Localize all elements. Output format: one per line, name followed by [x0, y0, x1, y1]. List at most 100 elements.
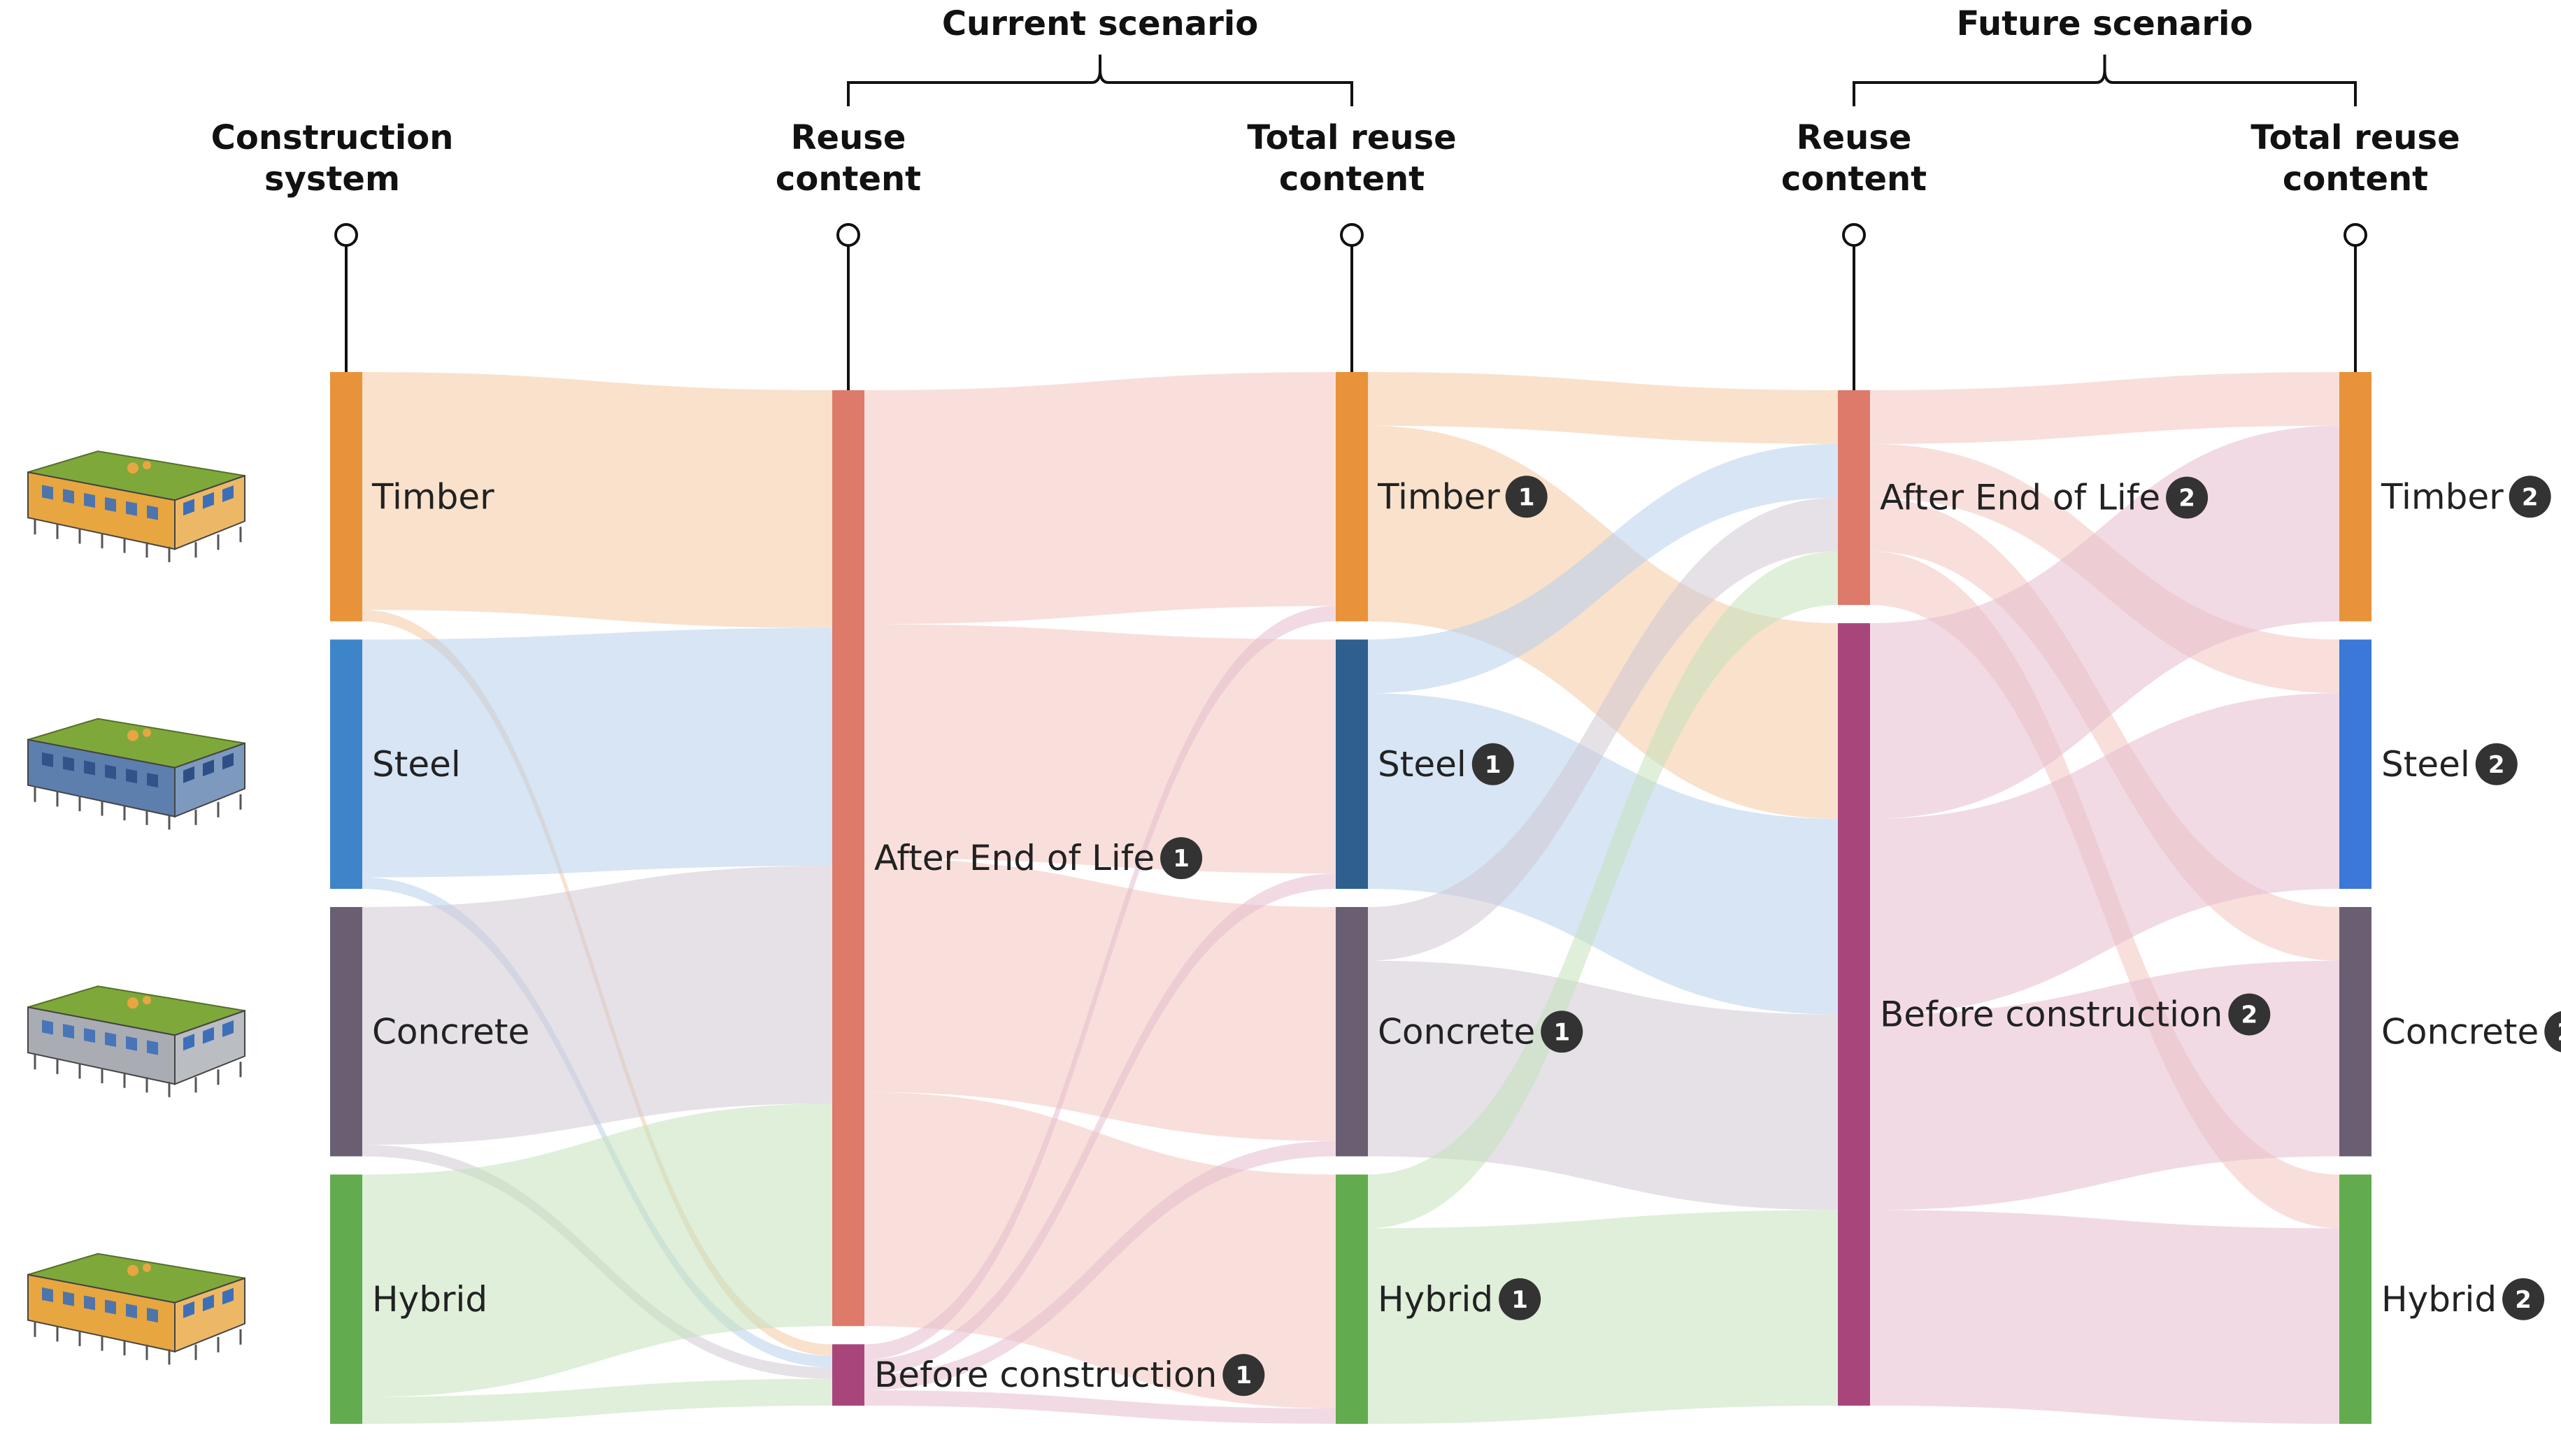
link-rc2_before-to-tr2_timber [1870, 425, 2339, 819]
link-cs_hybrid-to-rc1_before [362, 1378, 832, 1424]
badge-text-tr2_concrete: 2 [2557, 1018, 2561, 1046]
badge-text-tr2_steel: 2 [2488, 751, 2505, 779]
node-tr1_hybrid [1336, 1174, 1368, 1424]
link-tr1_concrete-to-rc2_after [1368, 497, 1838, 961]
axis-handle-tr2 [2344, 223, 2367, 247]
building-icon-concrete [27, 985, 245, 1097]
axis-handle-tr1 [1340, 223, 1364, 247]
node-rc2_after [1838, 390, 1870, 606]
link-rc2_before-to-tr2_concrete [1870, 960, 2339, 1211]
header-rc1-line1: Reuse [791, 118, 906, 157]
badge-rc1_after: 1 [1160, 837, 1203, 880]
label-rc2_after: After End of Life [1880, 478, 2160, 518]
badge-tr2_timber: 2 [2509, 476, 2551, 518]
link-rc1_before-to-tr1_hybrid [864, 1390, 1336, 1424]
header-rc2-line1: Reuse [1797, 118, 1912, 157]
header-rc1-line2: content [776, 159, 921, 199]
bracket-current [847, 55, 1353, 106]
link-tr1_timber-to-rc2_before [1368, 425, 1838, 819]
badge-rc2_before: 2 [2228, 993, 2271, 1036]
label-cs_concrete: Concrete [372, 1011, 529, 1052]
scenario-title-current: Current scenario [942, 4, 1258, 43]
link-rc1_before-to-tr1_timber [864, 606, 1336, 1360]
header-cs-line2: system [264, 159, 400, 199]
badge-rc1_before: 1 [1222, 1354, 1265, 1397]
badge-text-rc2_before: 2 [2241, 1001, 2257, 1029]
link-tr1_hybrid-to-rc2_before [1368, 1210, 1838, 1424]
link-rc1_before-to-tr1_steel [864, 873, 1336, 1376]
node-rc1_before [832, 1344, 864, 1406]
building-thumbnails [27, 450, 245, 1365]
link-tr1_hybrid-to-rc2_after [1368, 551, 1838, 1229]
flow-nodes [330, 372, 2371, 1424]
badge-rc2_after: 2 [2166, 476, 2209, 519]
label-rc1_before: Before construction [874, 1355, 1217, 1395]
node-cs_timber [330, 372, 362, 622]
label-tr2_hybrid: Hybrid [2381, 1279, 2497, 1320]
badge-tr2_hybrid: 2 [2502, 1278, 2545, 1320]
link-rc2_after-to-tr2_concrete [1870, 497, 2339, 961]
node-tr1_steel [1336, 639, 1368, 889]
label-tr1_steel: Steel [1378, 744, 1467, 785]
badge-text-tr1_timber: 1 [1518, 483, 1535, 511]
node-tr1_timber [1336, 372, 1368, 622]
badge-tr2_concrete: 2 [2544, 1011, 2561, 1052]
label-rc2_before: Before construction [1880, 994, 2223, 1035]
badge-text-rc1_before: 1 [1235, 1362, 1252, 1390]
badge-tr1_steel: 1 [1471, 743, 1514, 785]
node-tr2_steel [2339, 639, 2371, 889]
badge-tr1_concrete: 1 [1541, 1011, 1583, 1053]
link-rc1_after-to-tr1_timber [864, 372, 1336, 624]
badge-tr1_timber: 1 [1505, 476, 1548, 518]
badge-text-rc1_after: 1 [1173, 845, 1190, 873]
link-rc1_before-to-tr1_concrete [864, 1141, 1336, 1391]
label-rc1_after: After End of Life [874, 838, 1155, 878]
label-tr1_hybrid: Hybrid [1378, 1279, 1493, 1320]
header-tr1-line1: Total reuse [1247, 118, 1456, 157]
label-tr2_timber: Timber [2381, 476, 2504, 517]
axis-handle-rc2 [1842, 223, 1866, 247]
link-cs_hybrid-to-rc1_after [362, 1104, 832, 1397]
label-tr1_timber: Timber [1377, 476, 1500, 517]
building-icon-timber [27, 450, 245, 562]
link-tr1_steel-to-rc2_after [1368, 443, 1838, 694]
header-tr1-line2: content [1279, 159, 1425, 199]
label-tr2_steel: Steel [2381, 744, 2470, 785]
axis-handle-cs [334, 223, 358, 247]
link-rc2_before-to-tr2_steel [1870, 693, 2339, 1015]
label-cs_hybrid: Hybrid [372, 1279, 487, 1320]
link-cs_timber-to-rc1_after [362, 372, 832, 629]
header-tr2-line2: content [2283, 159, 2428, 199]
link-tr1_timber-to-rc2_after [1368, 372, 1838, 444]
axis-handle-rc1 [836, 223, 860, 247]
link-rc2_after-to-tr2_timber [1870, 372, 2339, 444]
link-rc1_after-to-tr1_steel [864, 624, 1336, 874]
column-axes [334, 223, 2367, 390]
header-rc2-line2: content [1781, 159, 1927, 199]
node-tr2_timber [2339, 372, 2371, 622]
badge-text-tr1_hybrid: 1 [1511, 1286, 1528, 1314]
node-tr2_hybrid [2339, 1174, 2371, 1424]
building-icon-steel [27, 718, 245, 830]
header-cs-line1: Construction [211, 118, 454, 157]
link-cs_steel-to-rc1_after [362, 628, 832, 878]
badge-text-tr2_hybrid: 2 [2515, 1286, 2532, 1314]
link-rc2_before-to-tr2_hybrid [1870, 1210, 2339, 1424]
node-tr2_concrete [2339, 907, 2371, 1157]
badge-text-tr1_concrete: 1 [1553, 1018, 1570, 1046]
label-tr2_concrete: Concrete [2381, 1011, 2539, 1052]
link-cs_concrete-to-rc1_after [362, 866, 832, 1145]
badge-tr1_hybrid: 1 [1499, 1278, 1541, 1320]
label-cs_timber: Timber [371, 476, 494, 517]
badge-text-tr2_timber: 2 [2522, 483, 2539, 511]
node-cs_steel [330, 639, 362, 889]
node-cs_concrete [330, 907, 362, 1157]
badge-tr2_steel: 2 [2475, 743, 2518, 785]
node-rc2_before [1838, 623, 1870, 1406]
flow-links [362, 372, 2339, 1424]
label-cs_steel: Steel [372, 744, 461, 785]
